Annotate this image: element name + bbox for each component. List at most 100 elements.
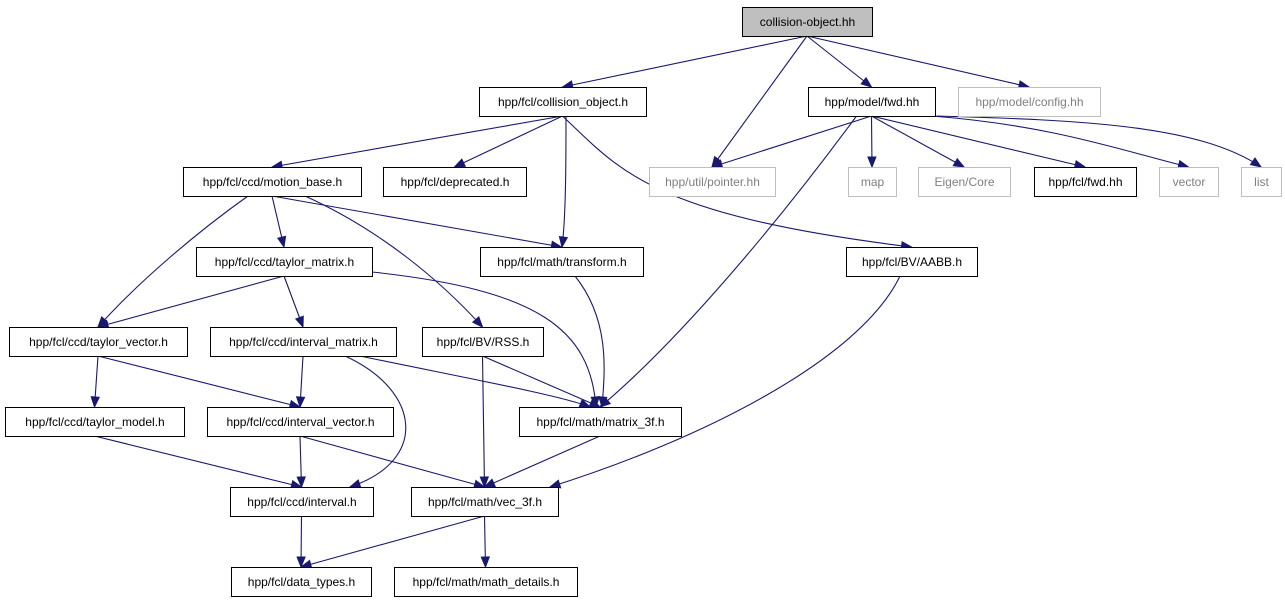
node-box [394,567,578,597]
node-box [231,567,372,597]
edge-line [599,115,857,408]
node-taylor-model[interactable]: hpp/fcl/ccd/taylor_model.h [5,407,185,437]
node-taylor-vector[interactable]: hpp/fcl/ccd/taylor_vector.h [9,327,188,357]
node-box [196,247,373,277]
node-label: collision-object.hh [760,15,855,29]
node-box [848,167,897,197]
edge-model_fwd-to-eigen_core [871,115,966,168]
edge-model_fwd-to-map [867,115,877,169]
edge-arrowhead [867,156,877,169]
edge-line [299,435,485,488]
edge-motion_base-to-taylor_matrix [271,195,287,249]
edge-root-to-model_fwd [806,35,873,88]
node-label: hpp/fcl/math/matrix_3f.h [536,415,664,429]
node-vector[interactable]: vector [1159,167,1219,197]
node-box [479,87,647,117]
edge-arrowhead [90,396,100,409]
edge-collision_object-to-transform [558,115,569,249]
node-box [958,87,1101,117]
node-box [480,247,644,277]
edge-rss-to-matrix_3f [482,355,602,408]
node-box [5,407,185,437]
node-box [918,167,1011,197]
edge-line [304,195,483,328]
edge-arrowhead [295,396,306,409]
edge-vec_3f-to-data_types [299,515,485,569]
node-label: map [861,175,885,189]
edge-arrowhead [296,476,306,489]
node-label: hpp/fcl/deprecated.h [401,175,510,189]
node-taylor-matrix[interactable]: hpp/fcl/ccd/taylor_matrix.h [196,247,373,277]
node-label: hpp/fcl/BV/AABB.h [862,255,962,269]
node-map[interactable]: map [848,167,897,197]
edge-motion_base-to-rss [304,195,484,328]
node-list[interactable]: list [1241,167,1282,197]
node-label: hpp/model/config.hh [975,95,1083,109]
node-interval-vector[interactable]: hpp/fcl/ccd/interval_vector.h [207,407,394,437]
node-matrix-3f[interactable]: hpp/fcl/math/matrix_3f.h [519,407,682,437]
edge-line [454,115,563,168]
node-rss[interactable]: hpp/fcl/BV/RSS.h [422,327,544,357]
edge-arrowhead [294,315,304,329]
edge-line [711,115,872,168]
edge-line [549,275,901,488]
node-box [742,7,873,37]
node-label: Eigen/Core [934,175,994,189]
edge-collision_object-to-deprecated [453,115,563,168]
edge-line [484,435,601,488]
node-interval[interactable]: hpp/fcl/ccd/interval.h [230,487,374,517]
edge-arrowhead [479,476,490,489]
node-data-types[interactable]: hpp/fcl/data_types.h [231,567,372,597]
node-vec-3f[interactable]: hpp/fcl/math/vec_3f.h [411,487,559,517]
edge-arrowhead [598,396,608,409]
node-label: hpp/fcl/ccd/taylor_matrix.h [215,255,354,269]
edge-line [97,355,301,408]
edge-taylor_vector-to-taylor_model [90,355,100,409]
node-util-pointer[interactable]: hpp/util/pointer.hh [649,167,776,197]
node-label: hpp/util/pointer.hh [665,175,760,189]
node-label: hpp/fcl/BV/RSS.h [437,335,530,349]
node-label: hpp/fcl/math/math_details.h [413,575,560,589]
edge-motion_base-to-transform [271,195,563,250]
node-box [1241,167,1282,197]
node-math-details[interactable]: hpp/fcl/math/math_details.h [394,567,578,597]
edge-interval_matrix-to-interval [344,355,407,489]
node-deprecated[interactable]: hpp/fcl/deprecated.h [383,167,527,197]
edge-line [97,275,285,328]
node-box [183,167,362,197]
edge-arrowhead [348,479,362,489]
edge-line [481,355,486,488]
edge-arrowhead [588,398,602,408]
node-box [1034,167,1137,197]
node-fcl-fwd[interactable]: hpp/fcl/fwd.hh [1034,167,1137,197]
edges-layer [90,35,1263,569]
edge-taylor_vector-to-interval_vector [97,355,302,409]
node-box [210,327,397,357]
node-transform[interactable]: hpp/fcl/math/transform.h [480,247,644,277]
node-label: hpp/fcl/ccd/taylor_model.h [25,415,164,429]
edge-line [562,35,808,88]
node-label: vector [1173,175,1206,189]
node-interval-matrix[interactable]: hpp/fcl/ccd/interval_matrix.h [210,327,397,357]
node-model-fwd[interactable]: hpp/model/fwd.hh [808,87,936,117]
node-box [846,247,978,277]
node-model-config[interactable]: hpp/model/config.hh [958,87,1101,117]
edge-line [574,275,605,408]
nodes-layer: collision-object.hh hpp/fcl/collision_obj… [5,7,1282,597]
node-collision-object[interactable]: hpp/fcl/collision_object.h [479,87,647,117]
edge-line [871,115,1086,168]
edge-interval_matrix-to-matrix_3f [359,355,592,408]
node-box [519,407,682,437]
node-box [9,327,188,357]
edge-line [806,35,1030,88]
edge-line [936,115,1262,168]
node-eigen-core[interactable]: Eigen/Core [918,167,1011,197]
edge-aabb-to-vec_3f [548,275,901,489]
node-box [649,167,776,197]
node-label: hpp/fcl/collision_object.h [498,95,628,109]
node-motion-base[interactable]: hpp/fcl/ccd/motion_base.h [183,167,362,197]
edge-taylor_matrix-to-taylor_vector [96,275,285,329]
node-aabb[interactable]: hpp/fcl/BV/AABB.h [846,247,978,277]
node-label: hpp/fcl/ccd/interval.h [247,495,356,509]
